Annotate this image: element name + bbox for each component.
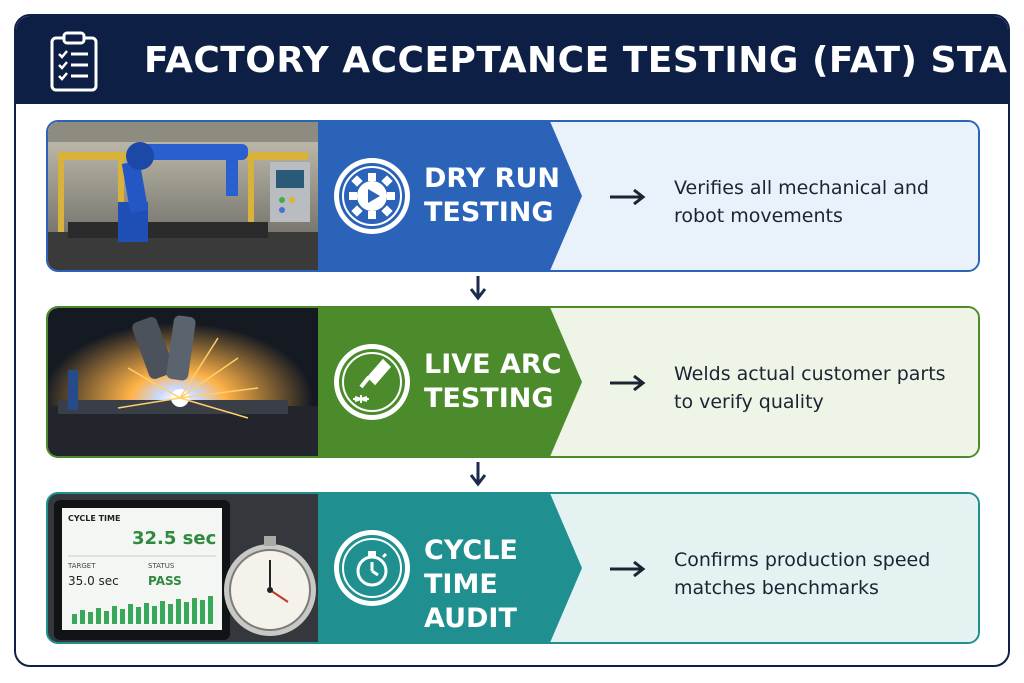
welding-torch-icon (339, 349, 405, 415)
header-bar: FACTORY ACCEPTANCE TESTING (FAT) STAGES (16, 16, 1008, 104)
monitor-target-value: 35.0 sec (68, 574, 119, 588)
welding-photo (48, 308, 318, 456)
stage-description: Welds actual customer parts to verify qu… (674, 363, 946, 413)
clipboard-checklist-icon (50, 31, 98, 92)
stage-title-line2: TESTING (424, 197, 554, 228)
monitor-status-label: STATUS (148, 562, 175, 570)
stage-badge (334, 158, 410, 234)
arrow-right-icon (610, 188, 646, 206)
page-title: FACTORY ACCEPTANCE TESTING (FAT) STAGES (144, 40, 1010, 81)
stage-title-line1: CYCLE TIME (424, 535, 518, 600)
arrow-right-icon (610, 374, 646, 392)
stage-description: Verifies all mechanical and robot moveme… (674, 177, 929, 227)
stage-cycle-time: CYCLE TIME 32.5 sec TARGET 35.0 sec STAT… (46, 492, 980, 644)
stage-title-line2: AUDIT (424, 603, 517, 634)
stage-title-line1: LIVE ARC (424, 349, 562, 380)
stage-title: CYCLE TIME AUDIT (424, 534, 584, 636)
robot-arm-photo (48, 122, 318, 270)
stage-badge (334, 344, 410, 420)
stage-title-line2: TESTING (424, 383, 554, 414)
throughput-bars (72, 596, 213, 624)
gear-play-icon (339, 163, 405, 229)
arrow-down-icon (469, 462, 487, 487)
stage-title: LIVE ARC TESTING (424, 348, 574, 416)
stopwatch-icon (339, 535, 405, 601)
stage-description: Confirms production speed matches benchm… (674, 549, 931, 599)
monitor-cycle-value: 32.5 sec (132, 528, 217, 549)
stage-dry-run: DRY RUN TESTING Verifies all mechanical … (46, 120, 980, 272)
stage-title-line1: DRY RUN (424, 163, 560, 194)
monitor-cycle-label: CYCLE TIME (68, 514, 121, 523)
monitor-target-label: TARGET (68, 562, 96, 570)
arrow-down-icon (469, 276, 487, 301)
arrow-right-icon (610, 560, 646, 578)
stage-title: DRY RUN TESTING (424, 162, 574, 230)
infographic-frame: FACTORY ACCEPTANCE TESTING (FAT) STAGES (14, 14, 1010, 667)
stage-badge (334, 530, 410, 606)
stage-live-arc: LIVE ARC TESTING Welds actual customer p… (46, 306, 980, 458)
monitor-stopwatch-photo: CYCLE TIME 32.5 sec TARGET 35.0 sec STAT… (48, 494, 318, 642)
monitor-status-value: PASS (148, 574, 182, 588)
